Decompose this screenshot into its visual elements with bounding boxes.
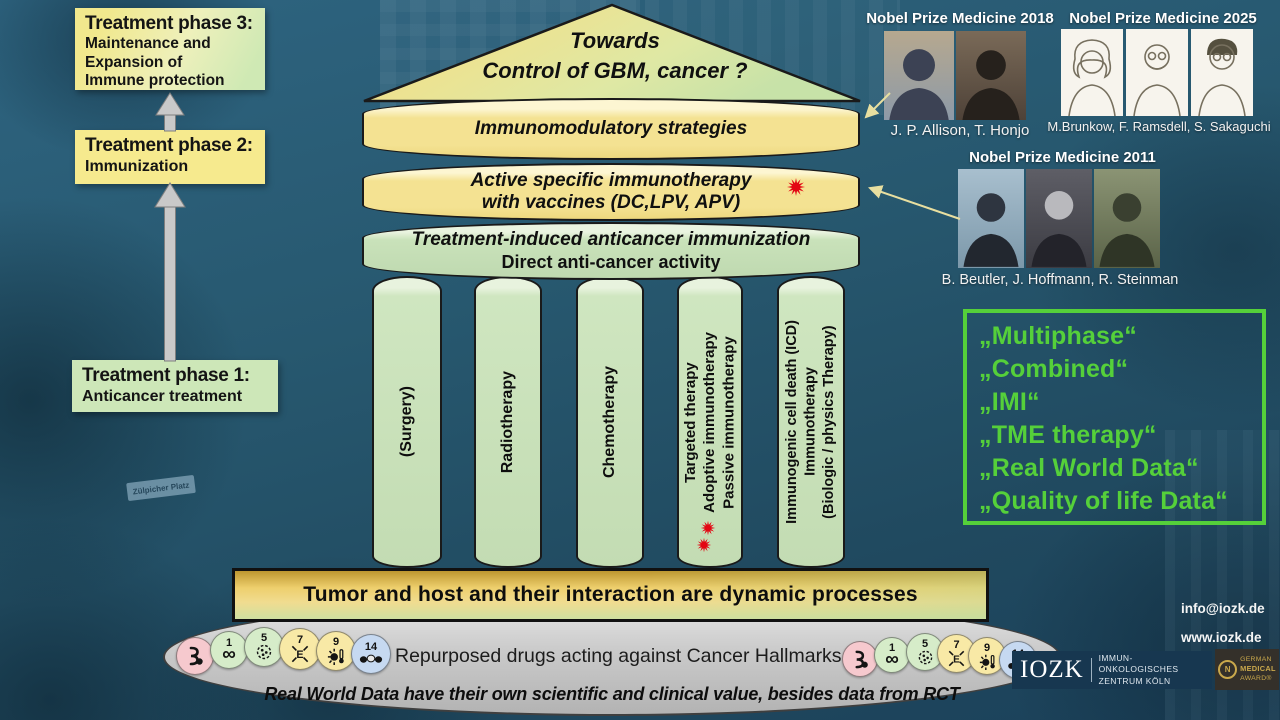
portrait-steinman xyxy=(1094,169,1160,268)
infinity-glyph: ∞ xyxy=(885,649,899,670)
band-active-specific-immunotherapy: Active specific immunotherapy with vacci… xyxy=(362,163,860,221)
band-label-line2: Direct anti-cancer activity xyxy=(501,252,721,273)
hallmark-number: 7 xyxy=(953,639,960,651)
portrait-sakaguchi xyxy=(1191,29,1253,116)
phase-line: Maintenance and xyxy=(85,35,211,52)
hallmark-number: 5 xyxy=(921,637,929,650)
phase-line: Anticancer treatment xyxy=(82,388,243,405)
arrow-phase2-to-phase3 xyxy=(155,92,185,132)
infinity-icon: 1 ∞ xyxy=(874,637,910,673)
real-world-data-note: Real World Data have their own scientifi… xyxy=(264,684,960,704)
pillar-targeted-therapy: Targeted therapy Adoptive immunotherapy … xyxy=(677,276,743,568)
pillar-label: (Surgery) xyxy=(397,386,415,458)
portrait-hoffmann xyxy=(1026,169,1092,268)
gma-line2: MEDICAL xyxy=(1240,664,1276,674)
pillar-label: Passive immunotherapy xyxy=(720,335,738,509)
infinity-icon: 1 ∞ xyxy=(210,631,248,669)
infinity-glyph: ∞ xyxy=(222,644,236,665)
treatment-phase-2-box: Treatment phase 2: Immunization xyxy=(75,130,265,184)
pillar-label: Adoptive immunotherapy xyxy=(701,331,719,513)
pillar-surgery: (Surgery) xyxy=(372,276,442,568)
svg-text:E: E xyxy=(953,654,960,665)
band-treatment-induced: Treatment-induced anticancer immunizatio… xyxy=(362,222,860,280)
arrow-phase1-to-phase2 xyxy=(154,182,186,362)
nobel-2011-caption: B. Beutler, J. Hoffmann, R. Steinman xyxy=(941,272,1179,288)
iozk-wordmark: IOZK xyxy=(1020,656,1084,683)
arrow-nobel2011-to-band2 xyxy=(868,185,961,220)
svg-text:E: E xyxy=(296,649,303,661)
nobel-2018-caption: J. P. Allison, T. Honjo xyxy=(890,122,1030,139)
banner-dynamic-processes: Tumor and host and their interaction are… xyxy=(232,568,989,622)
gut-microbiome-icon xyxy=(842,641,878,677)
keyword: „IMI“ xyxy=(979,388,1040,416)
keyword: „TME therapy“ xyxy=(979,421,1157,449)
iozk-logo: IOZK IMMUN-ONKOLOGISCHES ZENTRUM KÖLN xyxy=(1012,651,1212,689)
pillar-immunogenic-cell-death: Immunogenic cell death (ICD) Immunothera… xyxy=(777,276,845,568)
portrait-honjo xyxy=(956,31,1026,120)
keyword: „Multiphase“ xyxy=(979,322,1137,350)
iozk-subtitle-line1: IMMUN-ONKOLOGISCHES xyxy=(1098,652,1179,675)
phase-line: Immune protection xyxy=(85,72,225,90)
inflammation-icon: 9 xyxy=(316,631,356,671)
treatment-phase-3-box: Treatment phase 3: Maintenance and Expan… xyxy=(75,8,265,90)
hallmark-number: 5 xyxy=(260,632,268,644)
energy-E-icon: 7 E xyxy=(279,628,321,670)
gut-microbiome-icon xyxy=(176,637,214,675)
gma-line3: AWARD® xyxy=(1240,674,1272,682)
hallmark-number: 14 xyxy=(364,641,378,653)
portrait-brunkow xyxy=(1061,29,1123,116)
nobel-2011-title: Nobel Prize Medicine 2011 xyxy=(969,149,1156,166)
pills-icon: 14 xyxy=(351,634,391,674)
pillar-label: Targeted therapy xyxy=(682,361,700,483)
phase-line: Expansion of xyxy=(85,53,183,71)
hallmarks-caption: Repurposed drugs acting against Cancer H… xyxy=(395,645,842,667)
phase-title: Treatment phase 3: xyxy=(85,13,253,34)
roof-title-line1: Towards xyxy=(570,28,660,53)
portrait-ramsdell xyxy=(1126,29,1188,116)
pillar-label: Chemotherapy xyxy=(600,365,618,479)
pillar-label: Immunotherapy xyxy=(802,367,819,477)
portrait-allison xyxy=(884,31,954,120)
pillar-label: Radiotherapy xyxy=(498,370,516,474)
roof-title: Towards Control of GBM, cancer ? xyxy=(410,26,820,85)
cell-icon: 5 xyxy=(244,627,284,667)
band-label-line1: Treatment-induced anticancer immunizatio… xyxy=(411,229,811,251)
german-medical-award-logo: N GERMAN MEDICAL AWARD® xyxy=(1215,649,1279,690)
band-immunomodulatory: Immunomodulatory strategies xyxy=(362,98,860,160)
nobel-2025-title: Nobel Prize Medicine 2025 xyxy=(1069,10,1257,27)
phase-title: Treatment phase 2: xyxy=(85,135,253,156)
gma-line1: GERMAN xyxy=(1240,655,1272,663)
keyword: „Combined“ xyxy=(979,355,1129,383)
iozk-subtitle-line2: ZENTRUM KÖLN xyxy=(1098,675,1171,686)
logo-divider xyxy=(1090,658,1092,682)
nobel-2025-portraits xyxy=(1061,29,1253,116)
pillar-label: Immunogenic cell death (ICD) xyxy=(784,320,801,524)
nobel-2018-title: Nobel Prize Medicine 2018 xyxy=(866,10,1054,27)
hallmark-number: 9 xyxy=(983,641,991,654)
band-label-line1: Active specific immunotherapy xyxy=(470,169,752,191)
band-label: Immunomodulatory strategies xyxy=(474,118,748,140)
roof-title-line2: Control of GBM, cancer ? xyxy=(482,57,748,83)
nobel-2018-photos xyxy=(884,31,1026,120)
treatment-phase-1-box: Treatment phase 1: Anticancer treatment xyxy=(72,360,278,412)
hallmark-number: 9 xyxy=(332,636,340,648)
gma-ring-icon: N xyxy=(1218,660,1238,679)
pillar-radiotherapy: Radiotherapy xyxy=(474,276,542,568)
keywords-box: „Multiphase“ „Combined“ „IMI“ „TME thera… xyxy=(963,309,1266,525)
keyword: „Real World Data“ xyxy=(979,454,1199,482)
nobel-2025-caption: M.Brunkow, F. Ramsdell, S. Sakaguchi xyxy=(1047,119,1271,134)
phase-title: Treatment phase 1: xyxy=(82,365,250,386)
contact-email: info@iozk.de xyxy=(1181,601,1265,616)
band-label-line2: with vaccines (DC,LPV, APV) xyxy=(481,192,741,214)
street-sign: Zülpicher Platz xyxy=(126,474,196,502)
hallmark-number: 7 xyxy=(296,634,304,646)
keyword: „Quality of life Data“ xyxy=(979,487,1228,515)
contact-website: www.iozk.de xyxy=(1181,630,1262,645)
pillar-label: (Biologic / physics Therapy) xyxy=(821,325,838,519)
pillar-chemotherapy: Chemotherapy xyxy=(576,276,644,568)
phase-line: Immunization xyxy=(85,158,189,175)
nobel-2011-photos xyxy=(958,169,1160,268)
portrait-beutler xyxy=(958,169,1024,268)
